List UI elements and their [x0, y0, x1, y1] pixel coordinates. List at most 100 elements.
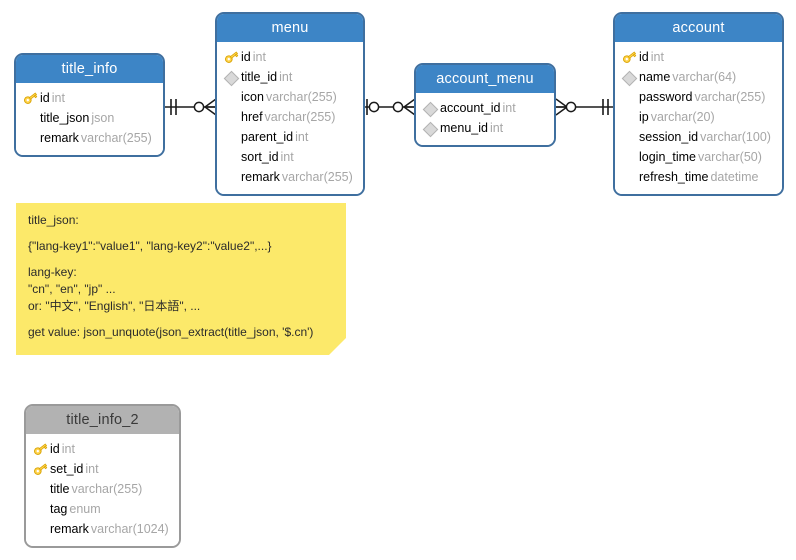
field-type: varchar(100) [700, 130, 771, 144]
field-type: int [85, 462, 99, 476]
field-name: id [639, 50, 649, 64]
title-json-note[interactable]: title_json: {"lang-key1":"value1", "lang… [16, 203, 346, 355]
no-icon [32, 479, 50, 499]
field-type: int [489, 121, 504, 135]
no-icon [223, 107, 241, 127]
entity-account-name: account [615, 14, 782, 42]
diamond-icon [422, 118, 440, 138]
no-icon [22, 128, 40, 148]
key-icon [223, 47, 241, 67]
no-icon [621, 147, 639, 167]
field-name: remark [50, 522, 89, 536]
relationship-title-info-menu[interactable] [165, 95, 217, 119]
entity-menu-name: menu [217, 14, 363, 42]
key-icon [32, 459, 50, 479]
field-type: varchar(255) [265, 90, 337, 104]
no-icon [621, 87, 639, 107]
field-name: remark [241, 170, 280, 184]
field-type: datetime [710, 170, 759, 184]
note-line: title_json: [28, 213, 79, 227]
field-name: tag [50, 502, 68, 516]
no-icon [223, 127, 241, 147]
field-name: href [241, 110, 263, 124]
field-type: int [650, 50, 664, 64]
no-icon [223, 167, 241, 187]
field-type: varchar(255) [71, 482, 143, 496]
relationship-menu-account-menu[interactable] [364, 95, 416, 119]
entity-title-info-2-name: title_info_2 [26, 406, 179, 434]
field-name: id [50, 442, 60, 456]
field-name: set_id [50, 462, 84, 476]
field-name: title_json [40, 111, 90, 125]
no-icon [223, 147, 241, 167]
diamond-icon [223, 67, 241, 87]
no-icon [22, 108, 40, 128]
relationship-account-menu-account[interactable] [555, 95, 614, 119]
no-icon [32, 499, 50, 519]
no-icon [223, 87, 241, 107]
field-type: varchar(20) [650, 110, 715, 124]
field-type: int [280, 150, 294, 164]
no-icon [621, 107, 639, 127]
entity-account-menu-name: account_menu [416, 65, 554, 93]
note-line: lang-key: [28, 265, 77, 279]
field-type: varchar(255) [264, 110, 336, 124]
field-name: remark [40, 131, 79, 145]
field-name: password [639, 90, 693, 104]
note-line: "cn", "en", "jp" ... [28, 282, 116, 296]
field-type: varchar(255) [80, 131, 152, 145]
note-line: {"lang-key1":"value1", "lang-key2":"valu… [28, 239, 272, 253]
field-name: name [639, 70, 671, 84]
field-type: json [91, 111, 115, 125]
field-name: icon [241, 90, 264, 104]
no-icon [621, 167, 639, 187]
diamond-icon [422, 98, 440, 118]
field-name: login_time [639, 150, 696, 164]
diamond-icon [621, 67, 639, 87]
field-type: varchar(50) [697, 150, 762, 164]
field-type: int [61, 442, 75, 456]
entity-title-info-name: title_info [16, 55, 163, 83]
key-icon [22, 88, 40, 108]
note-line: or: "中文", "English", "日本語", ... [28, 299, 201, 313]
note-line: get value: json_unquote(json_extract(tit… [28, 325, 314, 339]
field-name: account_id [440, 101, 501, 115]
field-name: id [40, 91, 50, 105]
field-name: sort_id [241, 150, 279, 164]
